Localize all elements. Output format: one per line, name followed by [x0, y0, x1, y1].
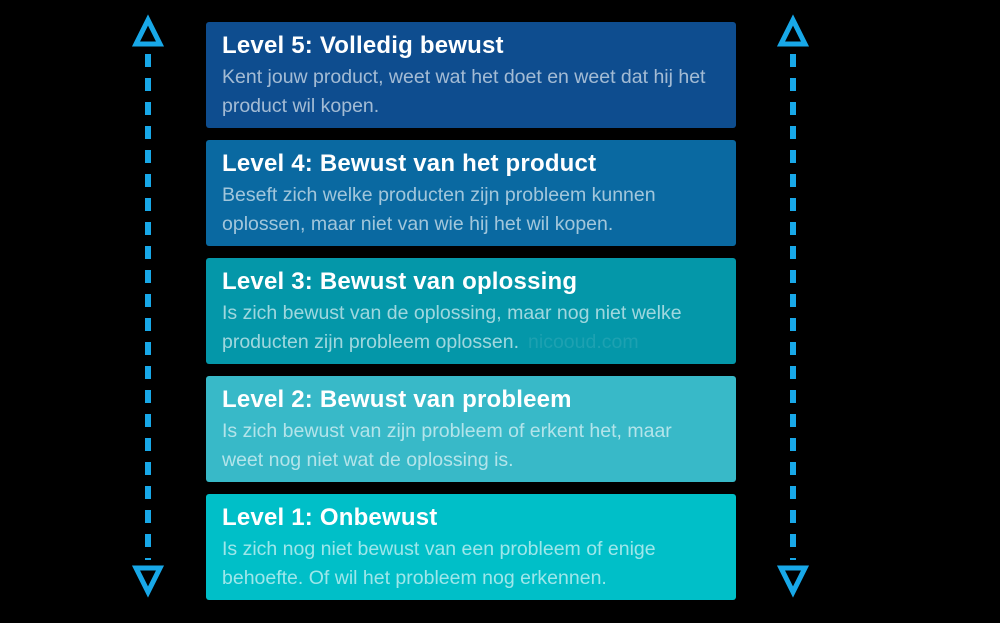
level-1-card: Level 1: Onbewust Is zich nog niet bewus… [206, 494, 736, 600]
level-4-card: Level 4: Bewust van het product Beseft z… [206, 140, 736, 246]
level-title: Level 2: Bewust van probleem [222, 386, 572, 413]
right-scale-arrow [776, 14, 810, 598]
level-description: Is zich bewust van de oplossing, maar no… [222, 299, 718, 357]
level-description-text: Beseft zich welke producten zijn problee… [222, 184, 656, 235]
level-description: Kent jouw product, weet wat het doet en … [222, 63, 718, 121]
down-arrowhead-icon [131, 565, 165, 598]
level-description-text: Is zich bewust van de oplossing, maar no… [222, 302, 682, 353]
level-description-text: Kent jouw product, weet wat het doet en … [222, 66, 706, 117]
level-description-text: Is zich nog niet bewust van een probleem… [222, 538, 656, 589]
down-arrowhead-icon [776, 565, 810, 598]
level-2-card: Level 2: Bewust van probleem Is zich bew… [206, 376, 736, 482]
watermark: nicooud.com [528, 331, 639, 353]
up-arrowhead-icon [776, 14, 810, 47]
left-scale-arrow [131, 14, 165, 598]
level-5-card: Level 5: Volledig bewust Kent jouw produ… [206, 22, 736, 128]
level-title: Level 4: Bewust van het product [222, 150, 597, 177]
level-title: Level 1: Onbewust [222, 504, 438, 531]
level-title: Level 3: Bewust van oplossing [222, 268, 578, 295]
level-description-text: Is zich bewust van zijn probleem of erke… [222, 420, 672, 471]
level-description: Beseft zich welke producten zijn problee… [222, 181, 718, 239]
level-cards: Level 5: Volledig bewust Kent jouw produ… [206, 22, 736, 600]
up-arrowhead-icon [131, 14, 165, 47]
level-3-card: Level 3: Bewust van oplossing Is zich be… [206, 258, 736, 364]
level-description: Is zich nog niet bewust van een probleem… [222, 535, 718, 593]
level-title: Level 5: Volledig bewust [222, 32, 504, 59]
level-description: Is zich bewust van zijn probleem of erke… [222, 417, 718, 475]
